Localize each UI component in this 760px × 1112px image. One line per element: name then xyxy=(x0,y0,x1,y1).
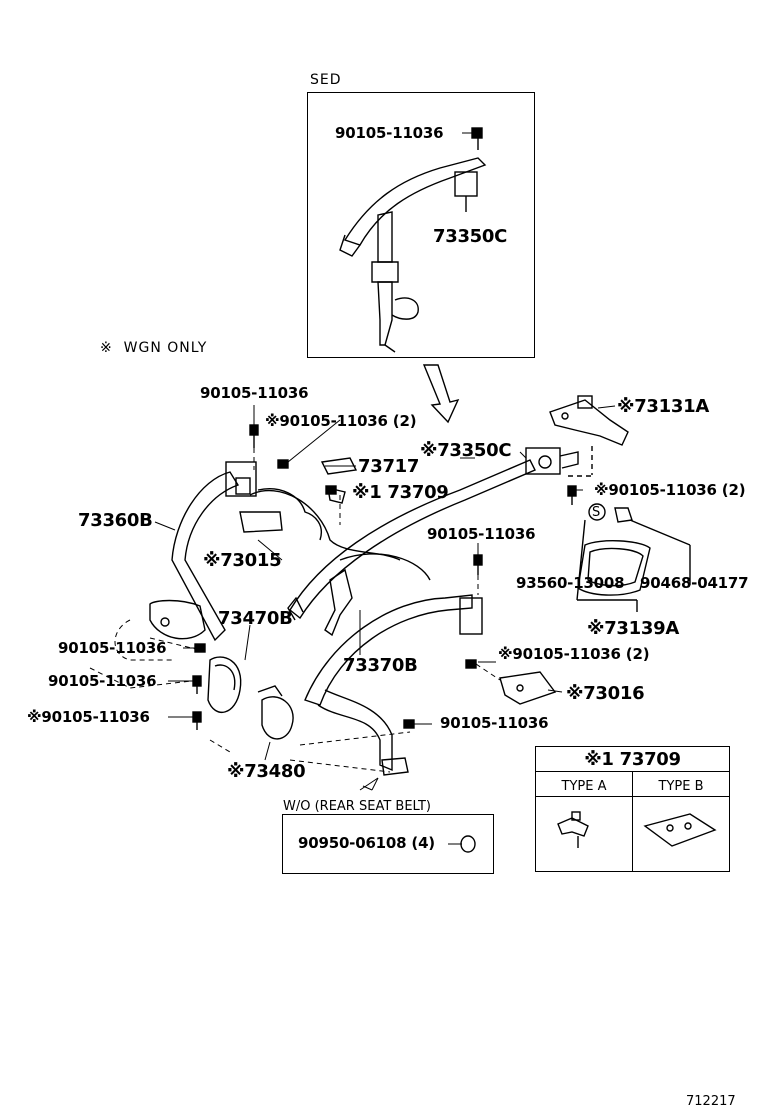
center-belt-drawing xyxy=(249,447,579,776)
label-73350c: ※73350C xyxy=(420,440,512,461)
legend-text: WGN ONLY xyxy=(123,340,208,356)
plug-icon xyxy=(460,835,476,853)
label-73016: ※73016 xyxy=(566,683,645,704)
wo-rear-seat-belt-box xyxy=(282,814,494,874)
sed-retractor-belt-drawing xyxy=(339,138,487,353)
label-90468: 90468-04177 xyxy=(640,574,749,592)
label-bolt-right-wgn: ※90105-11036 (2) xyxy=(594,481,746,499)
cover-73139a-drawing xyxy=(576,503,691,612)
type-table: ※1 73709 TYPE A TYPE B xyxy=(535,746,730,872)
type-table-header-text: ※1 73709 xyxy=(584,748,681,770)
label-bolt-left-1: 90105-11036 xyxy=(58,639,167,657)
sed-bolt-label: 90105-11036 xyxy=(335,124,444,142)
left-belt-drawing xyxy=(149,461,322,740)
label-73709: ※1 73709 xyxy=(352,482,449,503)
anchor-bracket-drawing xyxy=(549,395,629,477)
leader-lines xyxy=(154,132,616,845)
label-73015: ※73015 xyxy=(203,550,282,571)
type-b-cell xyxy=(632,796,730,872)
label-73131a: ※73131A xyxy=(617,396,709,417)
label-bolt-left-3: ※90105-11036 xyxy=(27,708,150,726)
type-b-header: TYPE B xyxy=(632,771,730,797)
label-73370b: 73370B xyxy=(343,655,418,676)
pointer-arrow xyxy=(422,364,460,424)
sed-assembly-label: 73350C xyxy=(433,226,508,247)
diagram-id: 712217 xyxy=(686,1094,736,1109)
wgn-legend: ※ WGN ONLY xyxy=(100,341,207,355)
dashed-assembly-lines xyxy=(89,448,501,773)
plate-73016-drawing xyxy=(499,671,557,705)
wo-part-label: 90950-06108 (4) xyxy=(298,834,435,852)
type-table-header: ※1 73709 xyxy=(535,746,730,772)
s-mark: S xyxy=(592,505,601,520)
label-bolt-center-wgn: ※90105-11036 (2) xyxy=(498,645,650,663)
label-73480: ※73480 xyxy=(227,761,306,782)
label-bolt-top-left-wgn: ※90105-11036 (2) xyxy=(265,412,417,430)
label-bolt-lower: 90105-11036 xyxy=(440,714,549,732)
label-bolt-top-left: 90105-11036 xyxy=(200,384,309,402)
wo-caption: W/O (REAR SEAT BELT) xyxy=(283,799,431,814)
label-73717: 73717 xyxy=(358,456,420,477)
sed-inset-box xyxy=(307,92,535,358)
bolt-icons xyxy=(192,127,577,730)
label-73360b: 73360B xyxy=(78,510,153,531)
label-bolt-left-2: 90105-11036 xyxy=(48,672,157,690)
type-b-text: TYPE B xyxy=(658,778,704,794)
type-a-text: TYPE A xyxy=(561,778,607,794)
label-73139a: ※73139A xyxy=(587,618,679,639)
part-73709-drawing xyxy=(327,487,346,504)
label-73470b: 73470B xyxy=(218,608,293,629)
label-93560: 93560-13008 xyxy=(516,574,625,592)
type-a-header: TYPE A xyxy=(535,771,633,797)
sed-title: SED xyxy=(310,72,342,88)
clip-73717-drawing xyxy=(320,457,358,475)
legend-mark: ※ xyxy=(100,340,113,356)
type-a-cell xyxy=(535,796,633,872)
label-bolt-center: 90105-11036 xyxy=(427,525,536,543)
